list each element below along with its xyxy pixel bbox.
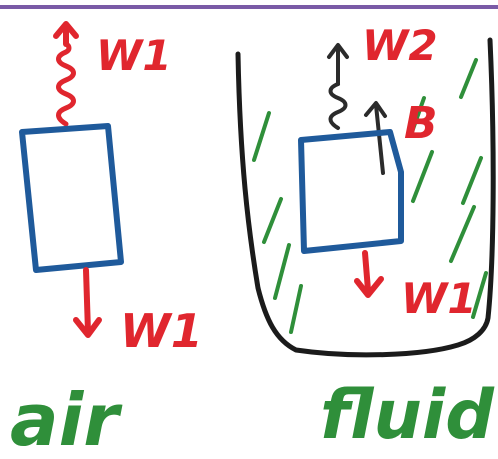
fluid-mark — [459, 58, 478, 99]
left-bottom-force-label: W1 — [120, 304, 203, 358]
fluid-container — [235, 37, 496, 358]
fluid-mark — [449, 205, 476, 263]
air-lower-arrowhead — [73, 317, 102, 338]
fluid-marks — [252, 58, 488, 334]
fluid-block — [298, 129, 404, 254]
buoyancy-arrowhead — [364, 101, 387, 118]
fluid-mark — [410, 96, 426, 134]
air-setup: W1 W1 air — [10, 21, 203, 459]
right-buoyancy-label: B — [404, 98, 438, 149]
left-top-force-label: W1 — [96, 31, 172, 80]
fluid-mark — [461, 156, 483, 205]
fluid-mark — [411, 150, 434, 203]
fluid-mark — [273, 243, 291, 300]
fluid-spring — [328, 82, 348, 130]
fluid-mark — [252, 111, 271, 162]
fluid-mark — [289, 284, 303, 334]
fluid-lower-arrowhead — [354, 276, 384, 298]
fluid-setup: W2 B W1 fluid — [235, 21, 496, 455]
fluid-upper-arrowhead — [327, 43, 349, 59]
fluid-mark — [471, 271, 488, 319]
air-block — [19, 123, 124, 273]
right-bottom-force-label: W1 — [401, 274, 477, 323]
buoyancy-arrow-line — [374, 103, 385, 175]
fluid-lower-arrow — [362, 250, 371, 293]
right-medium-label: fluid — [320, 376, 495, 455]
air-lower-arrow — [83, 267, 91, 335]
air-upper-arrowhead — [53, 21, 79, 39]
air-spring — [56, 41, 76, 127]
right-top-force-label: W2 — [362, 21, 438, 70]
fluid-mark — [262, 197, 283, 244]
left-medium-label: air — [10, 378, 123, 459]
